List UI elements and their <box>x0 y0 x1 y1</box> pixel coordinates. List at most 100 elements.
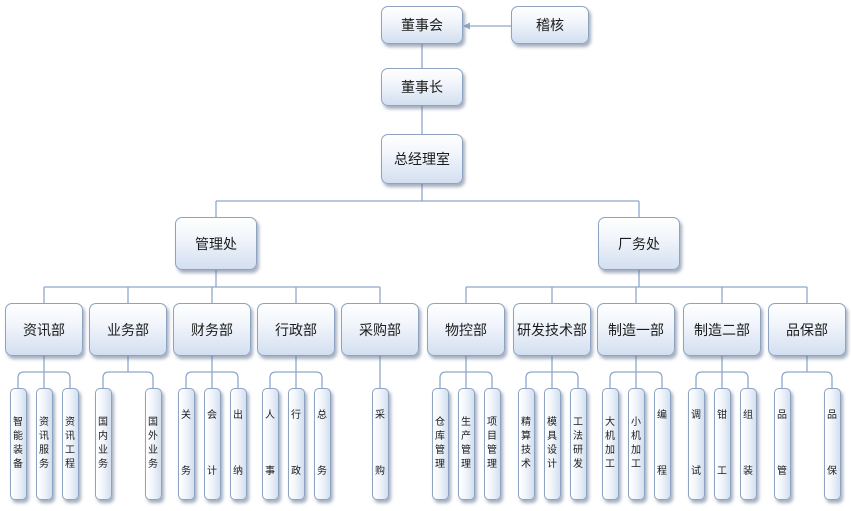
sub-unit-char: 项 <box>487 417 497 428</box>
sub-unit-char: 资 <box>65 417 75 428</box>
department-box: 业务部 <box>89 303 167 356</box>
sub-unit-char: 机 <box>631 431 641 442</box>
department-box: 制造二部 <box>683 303 761 356</box>
department-box: 财务部 <box>173 303 251 356</box>
gm-office-box: 总经理室 <box>381 134 463 184</box>
sub-unit-box: 生产管理 <box>457 388 475 500</box>
sub-unit-box: 大机加工 <box>601 388 619 500</box>
sub-unit-char: 理 <box>435 459 445 470</box>
sub-unit-char: 购 <box>375 466 385 477</box>
sub-unit-box: 采购 <box>371 388 389 500</box>
chairman-label: 董事长 <box>401 80 443 96</box>
sub-unit-char: 库 <box>435 431 445 442</box>
department-label: 品保部 <box>786 322 828 339</box>
sub-unit-char: 模 <box>547 417 557 428</box>
sub-unit-char: 讯 <box>39 431 49 442</box>
sub-unit-box: 钳工 <box>713 388 731 500</box>
sub-unit-char: 国 <box>98 417 108 428</box>
sub-unit-box: 项目管理 <box>483 388 501 500</box>
audit-box: 稽核 <box>511 6 589 44</box>
sub-unit-char: 管 <box>435 445 445 456</box>
sub-unit-char: 装 <box>743 466 753 477</box>
sub-unit-char: 机 <box>605 431 615 442</box>
sub-unit-char: 理 <box>461 459 471 470</box>
sub-unit-char: 务 <box>148 459 158 470</box>
sub-unit-char: 国 <box>148 417 158 428</box>
sub-unit-char: 工 <box>717 466 727 477</box>
sub-unit-char: 小 <box>631 417 641 428</box>
sub-unit-char: 编 <box>657 410 667 421</box>
sub-unit-char: 精 <box>521 417 531 428</box>
department-label: 业务部 <box>107 322 149 339</box>
sub-unit-box: 模具设计 <box>543 388 561 500</box>
sub-unit-box: 关务 <box>177 388 195 500</box>
factory-box: 厂务处 <box>598 217 680 270</box>
sub-unit-char: 大 <box>605 417 615 428</box>
sub-unit-char: 务 <box>317 466 327 477</box>
sub-unit-box: 人事 <box>261 388 279 500</box>
sub-unit-char: 人 <box>265 410 275 421</box>
sub-unit-char: 具 <box>547 431 557 442</box>
sub-unit-char: 务 <box>98 459 108 470</box>
department-box: 制造一部 <box>597 303 675 356</box>
sub-unit-char: 装 <box>13 445 23 456</box>
sub-unit-char: 纳 <box>233 466 243 477</box>
sub-unit-char: 计 <box>207 466 217 477</box>
sub-unit-char: 保 <box>827 466 837 477</box>
sub-unit-char: 钳 <box>717 410 727 421</box>
sub-unit-box: 国内业务 <box>94 388 112 500</box>
sub-unit-box: 编程 <box>653 388 671 500</box>
sub-unit-char: 算 <box>521 431 531 442</box>
sub-unit-box: 国外业务 <box>144 388 162 500</box>
sub-unit-char: 技 <box>521 445 531 456</box>
sub-unit-box: 总务 <box>313 388 331 500</box>
sub-unit-char: 总 <box>317 410 327 421</box>
connector <box>102 371 154 388</box>
department-label: 资讯部 <box>23 322 65 339</box>
sub-unit-box: 智能装备 <box>9 388 27 500</box>
sub-unit-char: 理 <box>487 459 497 470</box>
sub-unit-char: 采 <box>375 410 385 421</box>
sub-unit-char: 计 <box>547 459 557 470</box>
sub-unit-char: 资 <box>39 417 49 428</box>
sub-unit-char: 加 <box>605 445 615 456</box>
arrow-head <box>463 22 470 30</box>
department-label: 制造二部 <box>694 322 750 339</box>
board-label: 董事会 <box>401 18 443 34</box>
sub-unit-box: 工法研发 <box>569 388 587 500</box>
sub-unit-box: 品保 <box>823 388 841 500</box>
department-box: 物控部 <box>427 303 505 356</box>
sub-unit-char: 发 <box>573 459 583 470</box>
sub-unit-box: 会计 <box>203 388 221 500</box>
sub-unit-char: 出 <box>233 410 243 421</box>
sub-unit-char: 智 <box>13 417 23 428</box>
department-label: 研发技术部 <box>517 322 587 339</box>
sub-unit-char: 讯 <box>65 431 75 442</box>
sub-unit-char: 加 <box>631 445 641 456</box>
sub-unit-char: 生 <box>461 417 471 428</box>
sub-unit-char: 工 <box>573 417 583 428</box>
sub-unit-char: 术 <box>521 459 531 470</box>
sub-unit-box: 小机加工 <box>627 388 645 500</box>
department-box: 行政部 <box>257 303 335 356</box>
sub-unit-char: 内 <box>98 431 108 442</box>
sub-unit-char: 调 <box>691 410 701 421</box>
sub-unit-char: 程 <box>65 459 75 470</box>
sub-unit-char: 业 <box>98 445 108 456</box>
sub-unit-char: 品 <box>827 410 837 421</box>
sub-unit-char: 政 <box>291 466 301 477</box>
factory-label: 厂务处 <box>618 236 660 253</box>
sub-unit-char: 产 <box>461 431 471 442</box>
sub-unit-char: 行 <box>291 410 301 421</box>
sub-unit-char: 能 <box>13 431 23 442</box>
sub-unit-char: 组 <box>743 410 753 421</box>
department-box: 资讯部 <box>5 303 83 356</box>
sub-unit-char: 工 <box>631 459 641 470</box>
sub-unit-box: 精算技术 <box>517 388 535 500</box>
sub-unit-box: 资讯工程 <box>61 388 79 500</box>
sub-unit-char: 工 <box>65 445 75 456</box>
sub-unit-char: 管 <box>487 445 497 456</box>
connector <box>781 371 833 388</box>
department-box: 采购部 <box>341 303 419 356</box>
sub-unit-char: 事 <box>265 466 275 477</box>
